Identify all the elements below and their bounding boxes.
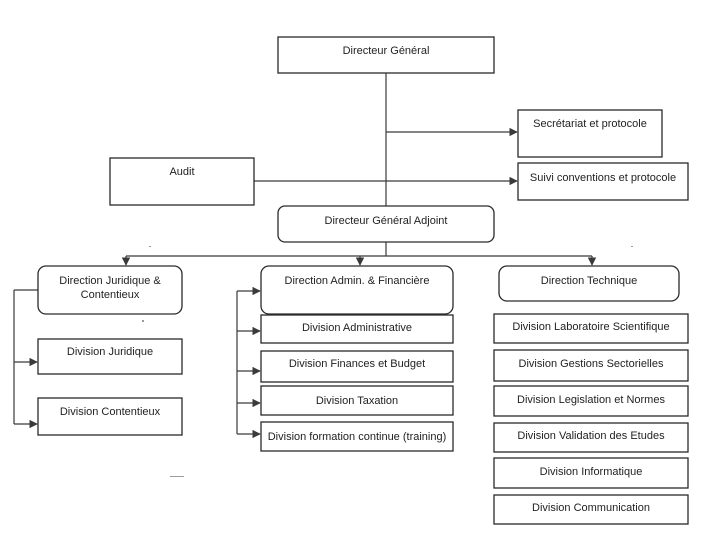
box-secretariat bbox=[517, 109, 663, 158]
label-secretariat: Secrétariat et protocole bbox=[533, 118, 647, 130]
label-direction-juridique-line1: Direction Juridique & bbox=[59, 275, 161, 287]
label-division-validation: Division Validation des Etudes bbox=[517, 430, 665, 442]
label-division-laboratoire: Division Laboratoire Scientifique bbox=[512, 321, 669, 333]
scan-specks bbox=[142, 246, 633, 477]
box-division-juridique bbox=[37, 338, 183, 375]
box-audit bbox=[109, 157, 255, 206]
speck bbox=[149, 246, 151, 247]
box-division-formation bbox=[260, 421, 454, 452]
box-division-finances bbox=[260, 350, 454, 383]
label-direction-juridique-line2: Contentieux bbox=[81, 289, 140, 301]
top-level: Directeur Général Secrétariat et protoco… bbox=[109, 36, 689, 243]
label-division-formation: Division formation continue (training) bbox=[268, 431, 447, 443]
box-direction-admin bbox=[260, 265, 454, 315]
label-division-gestions: Division Gestions Sectorielles bbox=[519, 358, 664, 370]
box-division-taxation bbox=[260, 385, 454, 416]
label-division-taxation: Division Taxation bbox=[316, 395, 398, 407]
box-division-contentieux bbox=[37, 397, 183, 436]
box-division-administrative bbox=[260, 314, 454, 344]
label-division-contentieux: Division Contentieux bbox=[60, 406, 161, 418]
box-directeur-general bbox=[277, 36, 495, 74]
box-division-gestions bbox=[493, 349, 689, 382]
label-division-legislation: Division Legislation et Normes bbox=[517, 394, 665, 406]
label-division-communication: Division Communication bbox=[532, 502, 650, 514]
column-juridique: Direction Juridique & Contentieux Divisi… bbox=[37, 265, 183, 436]
column-admin: Direction Admin. & Financière Division A… bbox=[260, 265, 454, 452]
label-direction-technique: Direction Technique bbox=[541, 275, 637, 287]
label-division-finances: Division Finances et Budget bbox=[289, 358, 425, 370]
box-suivi-conventions bbox=[517, 162, 689, 201]
label-directeur-general-adjoint: Directeur Général Adjoint bbox=[325, 215, 448, 227]
label-directeur-general: Directeur Général bbox=[343, 45, 430, 57]
label-division-informatique: Division Informatique bbox=[540, 466, 643, 478]
label-audit: Audit bbox=[169, 166, 194, 178]
box-direction-technique bbox=[498, 265, 680, 302]
connectors bbox=[13, 73, 597, 439]
label-direction-admin: Direction Admin. & Financière bbox=[285, 275, 430, 287]
box-division-legislation bbox=[493, 385, 689, 417]
box-division-validation bbox=[493, 422, 689, 453]
label-division-juridique: Division Juridique bbox=[67, 346, 153, 358]
speck bbox=[170, 476, 184, 477]
box-division-communication bbox=[493, 494, 689, 525]
box-division-informatique bbox=[493, 457, 689, 489]
label-division-administrative: Division Administrative bbox=[302, 322, 412, 334]
box-division-laboratoire bbox=[493, 313, 689, 344]
speck bbox=[631, 246, 633, 247]
label-suivi-conventions: Suivi conventions et protocole bbox=[530, 172, 676, 184]
box-directeur-general-adjoint bbox=[277, 205, 495, 243]
column-technique: Direction Technique Division Laboratoire… bbox=[493, 265, 689, 525]
box-direction-juridique bbox=[37, 265, 183, 315]
speck bbox=[142, 320, 144, 322]
